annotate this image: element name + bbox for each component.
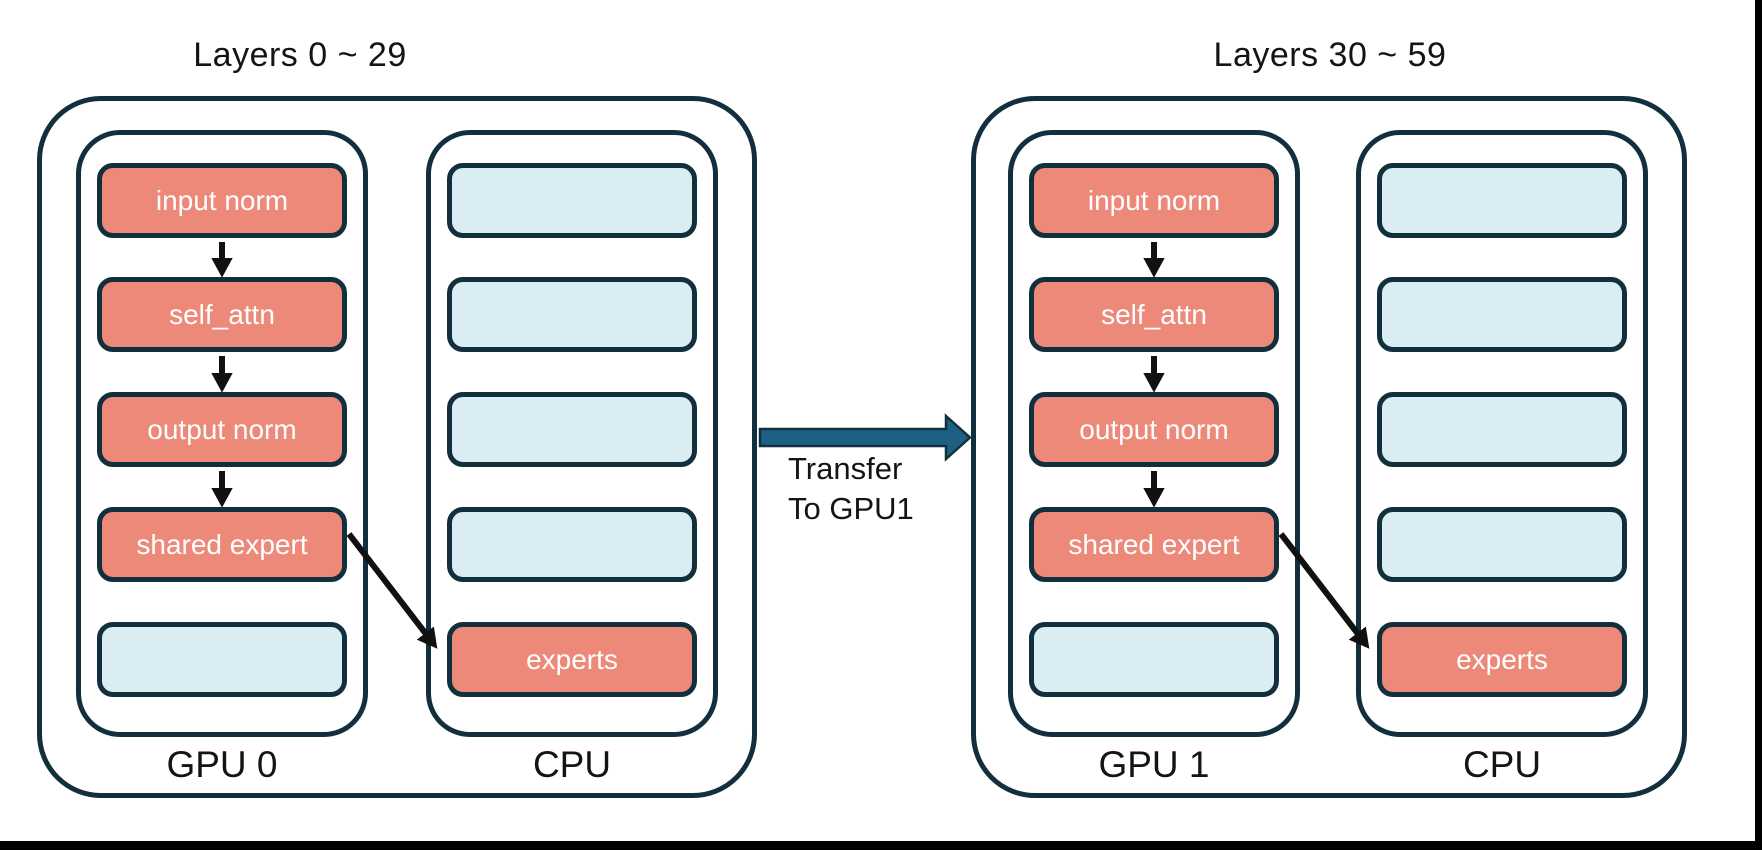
right-node-container — [971, 96, 1687, 798]
right-gpu-label: GPU 1 — [1098, 744, 1210, 785]
right-cpu-empty-slot-2 — [1377, 277, 1627, 352]
left-cpu-empty-slot-4 — [447, 507, 697, 582]
left-gpu-empty-slot — [97, 622, 347, 697]
frame-bottom-edge — [0, 841, 1762, 850]
right-gpu-box-output-norm: output norm — [1029, 392, 1279, 467]
left-cpu-empty-slot-2 — [447, 277, 697, 352]
right-cpu-column — [1356, 130, 1648, 737]
right-gpu-column — [1008, 130, 1300, 737]
left-cpu-label: CPU — [532, 744, 612, 785]
left-cpu-box-experts: experts — [447, 622, 697, 697]
transfer-label-line2: To GPU1 — [788, 491, 914, 526]
right-gpu-empty-slot — [1029, 622, 1279, 697]
frame-right-edge — [1755, 0, 1762, 850]
right-gpu-box-input-norm: input norm — [1029, 163, 1279, 238]
left-cpu-column — [426, 130, 718, 737]
transfer-label-line1: Transfer — [788, 451, 903, 486]
left-gpu-column — [76, 130, 368, 737]
right-gpu-box-shared-expert: shared expert — [1029, 507, 1279, 582]
left-panel-title: Layers 0 ~ 29 — [193, 36, 407, 74]
left-node-container — [37, 96, 757, 798]
right-cpu-label: CPU — [1462, 744, 1542, 785]
left-cpu-empty-slot-3 — [447, 392, 697, 467]
left-gpu-box-output-norm: output norm — [97, 392, 347, 467]
left-gpu-box-shared-expert: shared expert — [97, 507, 347, 582]
left-cpu-empty-slot-1 — [447, 163, 697, 238]
left-gpu-box-input-norm: input norm — [97, 163, 347, 238]
left-gpu-box-self-attn: self_attn — [97, 277, 347, 352]
right-gpu-box-self-attn: self_attn — [1029, 277, 1279, 352]
right-cpu-empty-slot-1 — [1377, 163, 1627, 238]
transfer-arrow-label: Transfer To GPU1 — [788, 449, 1028, 529]
right-cpu-empty-slot-4 — [1377, 507, 1627, 582]
right-cpu-empty-slot-3 — [1377, 392, 1627, 467]
right-cpu-box-experts: experts — [1377, 622, 1627, 697]
left-gpu-label: GPU 0 — [166, 744, 278, 785]
right-panel-title: Layers 30 ~ 59 — [1213, 36, 1447, 74]
